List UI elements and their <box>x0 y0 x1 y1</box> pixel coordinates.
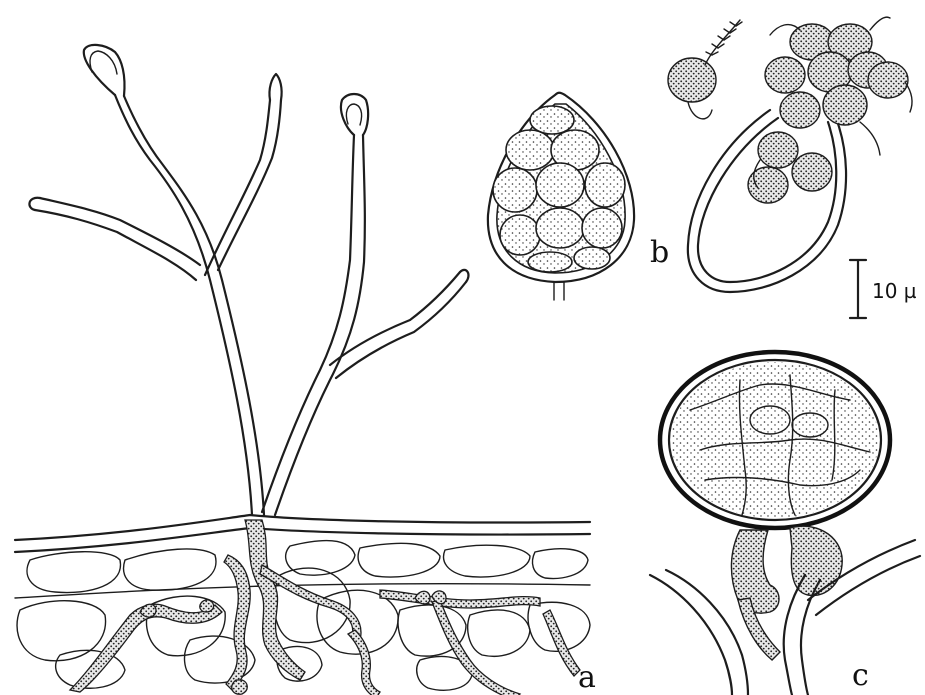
panel-b: b <box>488 93 669 300</box>
sporangiophore-right <box>262 94 468 515</box>
panel-c: c <box>650 352 920 695</box>
sporangiophore-left <box>29 45 281 515</box>
panel-b-release <box>668 17 912 292</box>
panel-a-label: a <box>578 660 596 695</box>
scale-bar: 10 µ <box>850 260 917 318</box>
host-tissue <box>15 515 590 695</box>
scale-bar-label: 10 µ <box>872 279 917 303</box>
panel-b-label: b <box>650 235 669 270</box>
released-zoospores <box>668 24 908 203</box>
panel-c-label: c <box>852 658 869 693</box>
zoospore-cluster <box>493 106 625 272</box>
